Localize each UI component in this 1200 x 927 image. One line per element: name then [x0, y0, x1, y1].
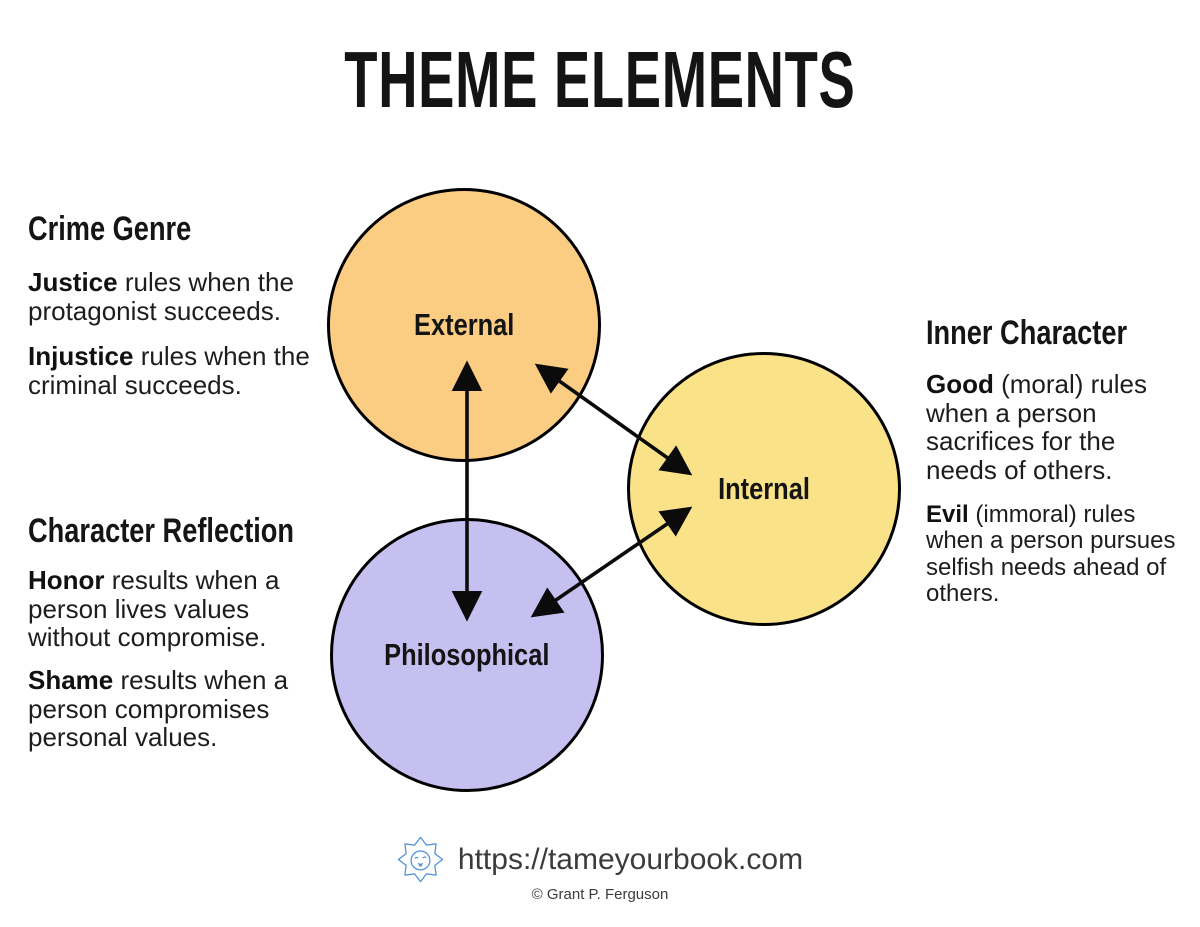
internal-circle-label: Internal: [718, 471, 810, 506]
evil-text: (immoral) rules when a person pursues se…: [926, 501, 1176, 608]
injustice-text: rules when the criminal succeeds.: [28, 341, 310, 400]
crime-genre-injustice-text: Injustice rules when the criminal succee…: [28, 342, 328, 399]
crime-genre-justice-text: Justice rules when the protagonist succe…: [28, 268, 328, 325]
page-title-text: THEME ELEMENTS: [344, 35, 856, 124]
footer-url: https://tameyourbook.com: [457, 842, 804, 876]
shame-text: results when a person compromises person…: [28, 665, 289, 753]
justice-text: rules when the protagonist succeeds.: [28, 267, 294, 326]
philosophical-circle-label: Philosophical: [384, 637, 550, 672]
evil-keyword: Evil: [926, 501, 969, 528]
inner-evil-text: Evil (immoral) rules when a person pursu…: [926, 501, 1178, 608]
honor-keyword: Honor: [28, 565, 105, 595]
external-circle-label: External: [413, 307, 515, 342]
reflection-shame-text: Shame results when a person compromises …: [28, 666, 328, 752]
external-circle: External: [327, 188, 601, 462]
inner-good-text: Good (moral) rules when a person sacrifi…: [926, 370, 1178, 484]
honor-text: results when a person lives values witho…: [28, 565, 280, 653]
injustice-keyword: Injustice: [28, 341, 134, 371]
page-title: THEME ELEMENTS: [0, 40, 1200, 120]
good-text: (moral) rules when a person sacrifices f…: [926, 369, 1148, 485]
shame-keyword: Shame: [28, 665, 114, 695]
justice-keyword: Justice: [28, 267, 118, 297]
crime-genre-heading: Crime Genre: [28, 210, 192, 248]
footer: https://tameyourbook.com © Grant P. Ferg…: [0, 836, 1200, 903]
lion-logo-icon: [397, 836, 444, 883]
inner-character-heading: Inner Character: [926, 314, 1128, 352]
good-keyword: Good: [926, 369, 994, 399]
footer-copyright: © Grant P. Ferguson: [531, 886, 669, 903]
philosophical-circle: Philosophical: [330, 518, 604, 792]
internal-circle: Internal: [627, 352, 901, 626]
character-reflection-heading: Character Reflection: [28, 512, 295, 550]
reflection-honor-text: Honor results when a person lives values…: [28, 566, 328, 652]
